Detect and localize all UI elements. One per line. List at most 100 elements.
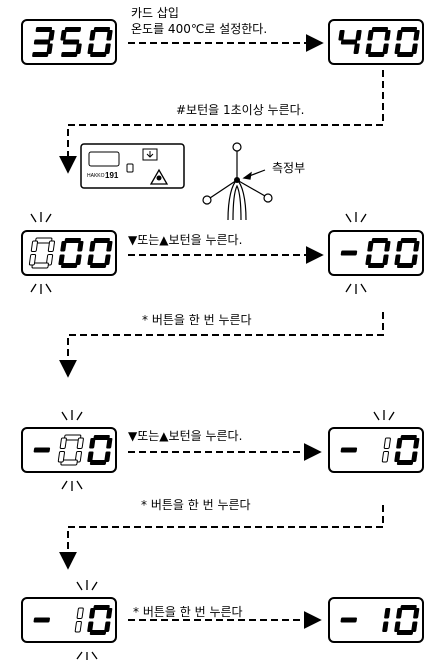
digit-segment xyxy=(411,621,418,632)
digit-segment xyxy=(394,254,401,265)
digit-segment xyxy=(104,451,111,462)
digit-segment xyxy=(411,254,418,265)
digit-segment xyxy=(57,451,65,463)
digit-segment xyxy=(340,39,358,45)
digit-segment xyxy=(64,27,82,32)
digit-segment xyxy=(394,43,401,54)
device-model-label: 191 xyxy=(105,171,119,180)
display-digits xyxy=(28,27,420,635)
digit-segment xyxy=(340,617,357,623)
step1-line1: 카드 삽입 xyxy=(131,6,179,20)
digit-segment xyxy=(90,52,107,57)
blink-marks xyxy=(30,212,395,660)
digit-segment xyxy=(89,241,96,252)
digit-segment xyxy=(28,254,37,266)
digit-segment xyxy=(58,254,65,265)
digit-segment xyxy=(104,621,111,632)
digit-segment xyxy=(394,621,401,632)
digit-segment xyxy=(384,30,391,41)
digit-segment xyxy=(87,621,94,632)
digit-segment xyxy=(413,438,420,449)
digit-segment xyxy=(400,238,417,243)
digit-segment xyxy=(76,437,84,449)
digit-segment xyxy=(411,451,418,462)
digit-segment xyxy=(355,30,362,41)
digit-segment xyxy=(75,43,82,54)
digit-segment xyxy=(90,263,107,268)
step2-label: #보턴을 1초이상 누른다. xyxy=(176,103,305,117)
digit-segment xyxy=(30,240,38,252)
digit-segment xyxy=(47,240,55,252)
digit-segment xyxy=(365,43,372,54)
digit-segment xyxy=(396,438,403,449)
digit-segment xyxy=(384,241,391,252)
digit-segment xyxy=(400,605,417,610)
digit-segment xyxy=(384,608,391,619)
digit-segment xyxy=(89,630,107,635)
digit-segment xyxy=(368,52,385,57)
temperature-probe xyxy=(202,142,273,221)
digit-segment xyxy=(400,27,418,32)
digit-segment xyxy=(340,447,358,453)
digit-segment xyxy=(396,608,403,619)
probe-label: 측정부 xyxy=(272,161,306,175)
step7-label: * 버튼을 한 번 누른다 xyxy=(133,605,243,619)
digit-segment xyxy=(397,52,414,57)
digit-segment xyxy=(396,460,414,465)
digit-segment xyxy=(413,608,420,619)
digit-segment xyxy=(89,608,96,619)
digit-segment xyxy=(411,43,418,54)
step4-label: * 버튼을 한 번 누른다 xyxy=(142,313,252,327)
digit-segment xyxy=(89,30,96,41)
digit-segment xyxy=(74,621,82,633)
digit-segment xyxy=(381,451,389,463)
digit-segment xyxy=(48,30,55,41)
digit-segment xyxy=(353,43,360,54)
digit-segment xyxy=(382,43,389,54)
digit-segment xyxy=(87,451,94,462)
digit-segment xyxy=(338,30,345,41)
digit-segment xyxy=(62,39,80,45)
digit-segment xyxy=(106,608,113,619)
digit-segment xyxy=(35,27,53,32)
device-brand-label: HAKKO xyxy=(87,173,105,179)
digit-segment xyxy=(371,27,389,32)
digit-segment xyxy=(394,451,401,462)
digit-segment xyxy=(76,607,84,619)
digit-segment xyxy=(365,254,372,265)
digit-segment xyxy=(413,30,420,41)
digit-segment xyxy=(75,254,82,265)
digit-segment xyxy=(93,605,110,610)
digit-segment xyxy=(33,39,51,45)
digit-segment xyxy=(87,43,94,54)
digit-segment xyxy=(367,30,374,41)
digit-segment xyxy=(106,438,113,449)
digit-segment xyxy=(60,30,67,41)
digit-segment xyxy=(382,254,389,265)
digit-segment xyxy=(397,263,414,268)
thermometer-device xyxy=(80,143,185,189)
digit-segment xyxy=(33,617,50,623)
digit-segment xyxy=(61,52,78,57)
digit-segment xyxy=(89,460,107,465)
digit-segment xyxy=(383,437,391,449)
digit-segment xyxy=(340,250,358,256)
digit-segment xyxy=(93,238,110,243)
digit-segment xyxy=(413,241,420,252)
digit-segment xyxy=(396,241,403,252)
digit-segment xyxy=(368,263,385,268)
digit-segment xyxy=(60,241,67,252)
digit-segment xyxy=(93,435,110,440)
digit-segment xyxy=(87,254,94,265)
digit-segment xyxy=(400,435,417,440)
arrow-4-to-5 xyxy=(59,312,384,378)
digit-segment xyxy=(33,447,51,453)
digit-segment xyxy=(106,30,113,41)
digit-segment xyxy=(106,241,113,252)
digit-segment xyxy=(61,263,78,268)
step6-label: * 버튼을 한 번 누른다 xyxy=(141,498,251,512)
digit-segment xyxy=(396,630,414,635)
arrow-6-to-7 xyxy=(59,505,384,570)
digit-segment xyxy=(32,52,49,57)
